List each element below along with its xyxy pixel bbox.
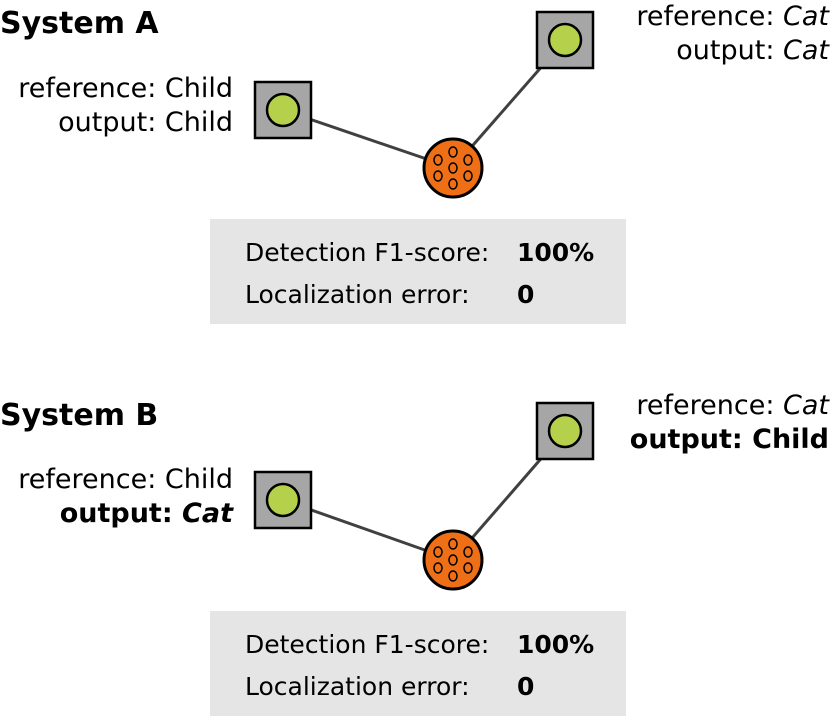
system-a-right-source-icon (535, 10, 595, 70)
system-b-receiver-icon (422, 529, 484, 591)
system-a-left-output: output: Child (58, 107, 233, 138)
system-a-left-labels: reference: Child output: Child (18, 72, 233, 140)
system-a-loc-value: 0 (517, 280, 535, 309)
system-a-left-reference: reference: Child (18, 73, 233, 104)
system-a-receiver-icon (422, 137, 484, 199)
system-b-left-source-icon (253, 470, 313, 530)
system-b-right-output: output: Child (629, 424, 829, 455)
system-b-left-labels: reference: Child output: Cat (18, 463, 233, 531)
system-b-right-reference: reference: Cat (636, 390, 829, 421)
system-b-loc-value: 0 (517, 672, 535, 701)
system-b-right-labels: reference: Cat output: Child (630, 389, 829, 457)
system-b-loc-label: Localization error: (245, 672, 470, 701)
system-b-metrics-panel: Detection F1-score: 100% Localization er… (210, 611, 626, 716)
system-b-f1-label: Detection F1-score: (245, 630, 490, 659)
system-b-left-reference: reference: Child (18, 464, 233, 495)
system-a-right-labels: reference: Cat output: Cat (636, 0, 829, 68)
system-a-left-source-icon (253, 80, 313, 140)
system-b-left-output: output: Cat (59, 498, 233, 529)
system-a-f1-value: 100% (517, 238, 595, 267)
system-a-metrics-panel: Detection F1-score: 100% Localization er… (210, 219, 626, 324)
system-b-title: System B (0, 398, 159, 433)
system-a-title: System A (0, 6, 159, 41)
system-b-f1-value: 100% (517, 630, 595, 659)
system-b-right-source-icon (535, 401, 595, 461)
system-a-f1-label: Detection F1-score: (245, 238, 490, 267)
system-a-loc-label: Localization error: (245, 280, 470, 309)
system-a-right-reference: reference: Cat (636, 1, 829, 32)
system-a-right-output: output: Cat (676, 35, 829, 66)
